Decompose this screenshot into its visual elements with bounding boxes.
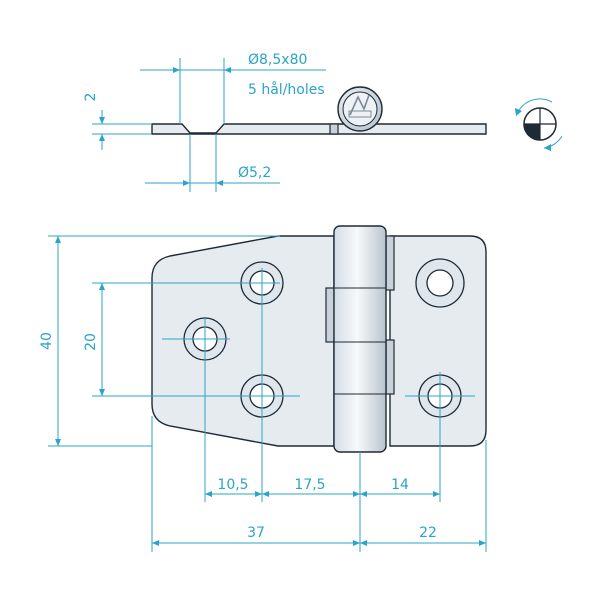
overall-width-dimensions: 37 22	[152, 525, 486, 546]
height-label: 40	[39, 332, 55, 350]
side-view-pin	[342, 91, 378, 127]
hole-dimension-label: Ø5,2	[238, 165, 271, 181]
knuckle-left-segment	[325, 287, 335, 343]
front-view	[151, 225, 487, 453]
pin-dimension-label: Ø8,5x80	[248, 52, 307, 68]
side-view-plate	[151, 123, 487, 135]
knuckle-right-segment-bottom	[385, 339, 395, 395]
extension-lines	[48, 235, 487, 552]
knuckle-right-segment-top	[385, 235, 395, 291]
chain-dimensions: 10,5 17,5 14	[205, 477, 440, 497]
brand-logo-icon	[348, 94, 372, 118]
width-right-label: 22	[419, 525, 437, 541]
width-left-label: 37	[247, 525, 265, 541]
thickness-label: 2	[83, 93, 99, 102]
pin-body	[333, 225, 387, 453]
hole-spacing-label: 20	[83, 333, 99, 351]
pin-dimension: Ø8,5x80 5 hål/holes	[140, 52, 326, 124]
dim-a-label: 10,5	[217, 477, 248, 493]
thickness-dimension: 2	[83, 93, 152, 150]
hole-dimension: Ø5,2	[145, 134, 280, 192]
dim-b-label: 17,5	[294, 477, 325, 493]
hole-right-top	[415, 258, 465, 308]
holes-count-label: 5 hål/holes	[248, 81, 325, 98]
height-dimension: 40	[39, 236, 61, 446]
hole-spacing-dimension: 20	[83, 283, 105, 396]
first-angle-projection-icon	[515, 98, 563, 151]
dim-c-label: 14	[391, 477, 409, 493]
left-leaf	[151, 235, 335, 447]
side-view-leaf-joint	[329, 123, 339, 135]
